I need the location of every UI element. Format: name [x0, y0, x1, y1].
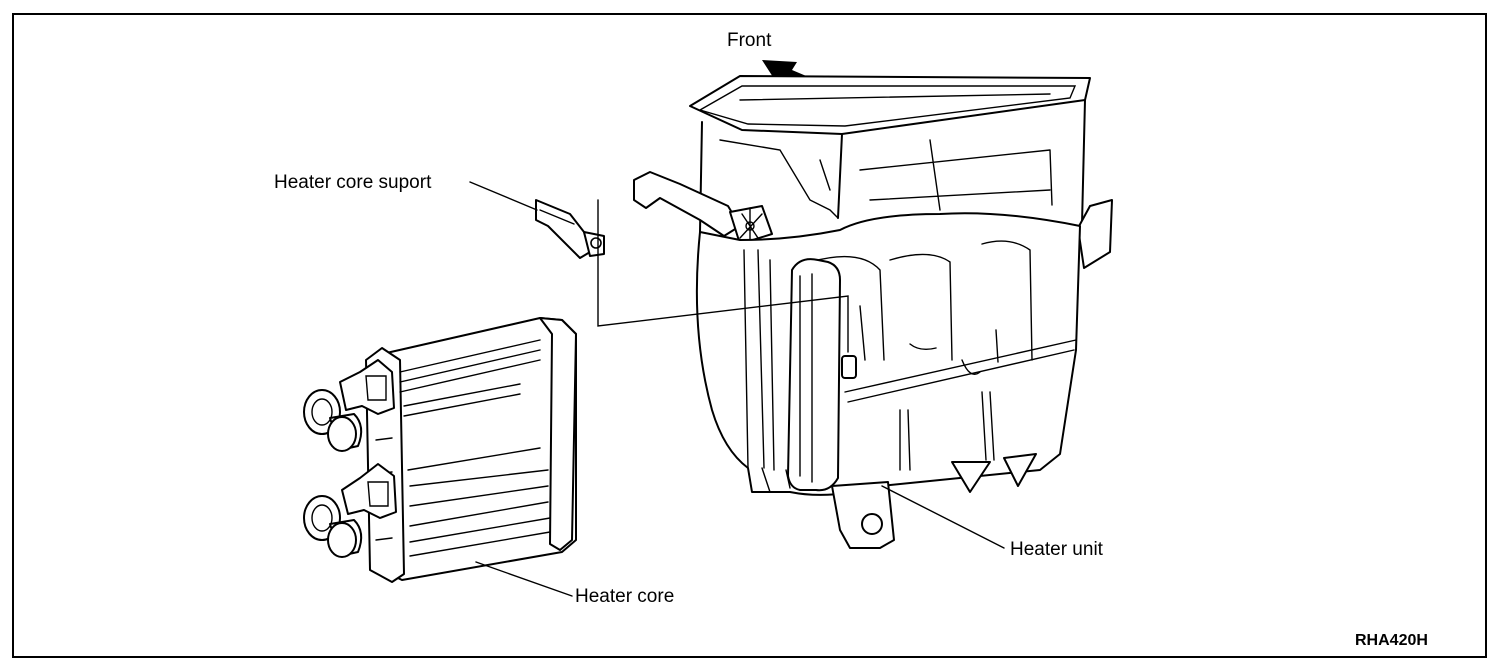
heater-unit-label: Heater unit — [1010, 539, 1104, 560]
figure-code: RHA420H — [1355, 632, 1428, 649]
heater-core-support-drawing — [535, 199, 605, 259]
front-label: Front — [727, 30, 772, 51]
figure-border — [12, 13, 1487, 658]
heater-unit-drawing — [633, 75, 1113, 549]
heater-core-support-label: Heater core suport — [274, 172, 432, 193]
assembly-lines — [469, 181, 1005, 597]
heater-core-label: Heater core — [575, 586, 674, 607]
heater-core-drawing — [303, 317, 577, 583]
